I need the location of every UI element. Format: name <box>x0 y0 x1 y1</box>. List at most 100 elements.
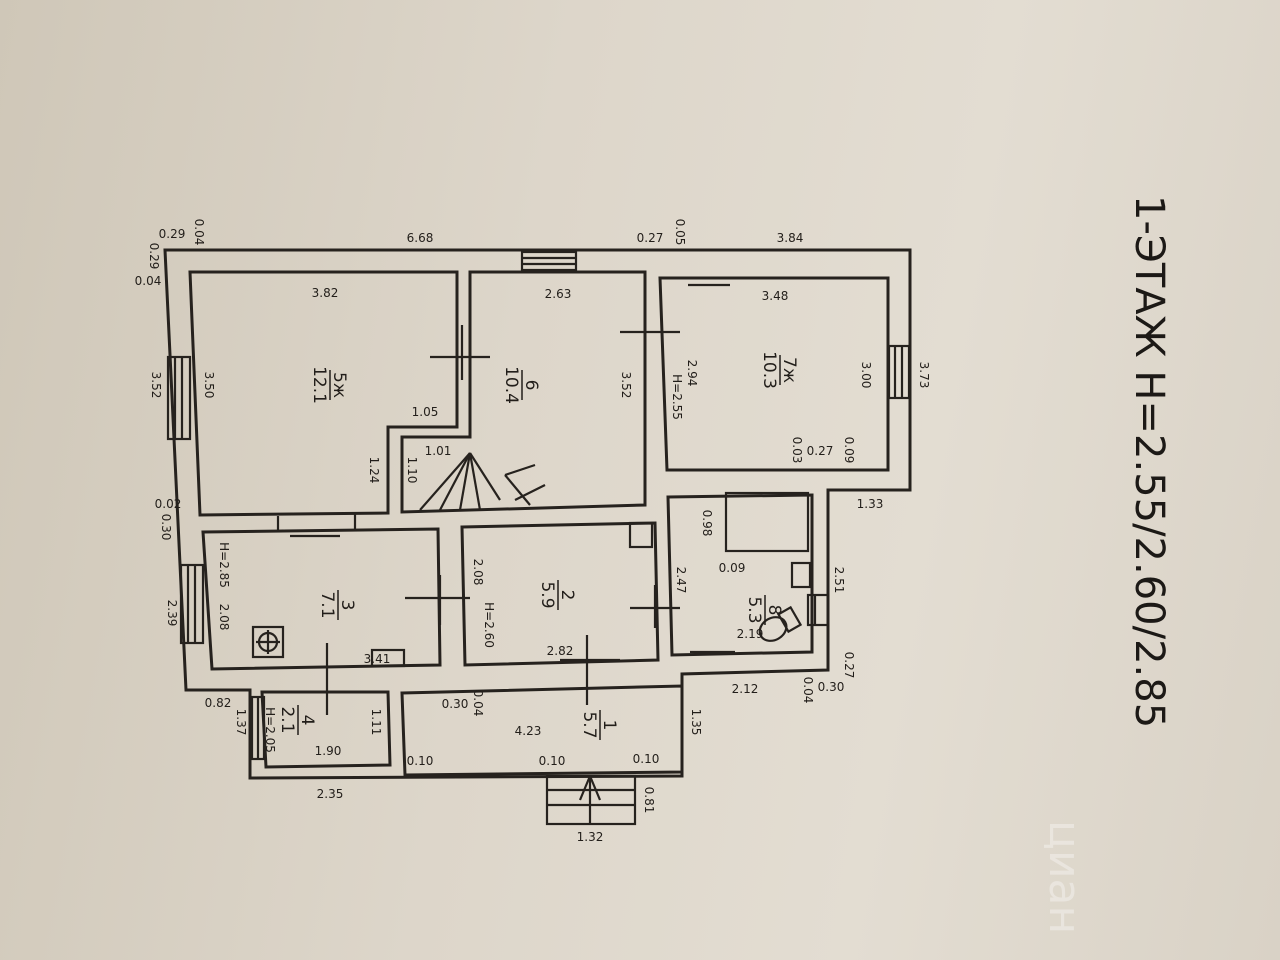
dimension-label: 1.24 <box>367 457 381 484</box>
dimension-label: 0.30 <box>442 697 469 711</box>
dimension-label: 2.12 <box>732 682 759 696</box>
dimension-label: 3.48 <box>762 289 789 303</box>
room-area: 10.4 <box>501 366 521 404</box>
toilet-icon <box>758 605 803 642</box>
room-label: 610.4 <box>501 366 541 404</box>
room-area: 2.1 <box>277 706 297 733</box>
dimension-label: Н=2.55 <box>670 374 684 420</box>
dimension-label: 2.35 <box>317 787 344 801</box>
dimension-label: 1.01 <box>425 444 452 458</box>
sink-icon <box>370 648 406 668</box>
room-2-outline <box>460 521 660 667</box>
room-7-outline <box>658 276 890 472</box>
room-label: 85.3 <box>744 595 784 625</box>
dimension-label: 2.82 <box>547 644 574 658</box>
room-area: 12.1 <box>309 366 329 404</box>
room-3-outline <box>201 527 442 671</box>
dimension-label: 0.10 <box>539 754 566 768</box>
dimension-label: 0.04 <box>471 690 485 717</box>
dimension-label: 0.05 <box>673 219 687 246</box>
dimension-label: 3.50 <box>202 372 216 399</box>
windows <box>166 250 911 761</box>
room-area: 5.7 <box>579 711 599 738</box>
dimension-label: 0.09 <box>719 561 746 575</box>
doors <box>276 283 735 715</box>
dimension-label: Н=2.05 <box>263 707 277 753</box>
room-8-outline <box>666 493 814 657</box>
dimension-label: 0.30 <box>818 680 845 694</box>
room-number: 7ж <box>779 357 799 383</box>
washbasin-icon <box>790 561 812 589</box>
cian-watermark: циан <box>1039 820 1090 934</box>
room-number: 5ж <box>329 372 349 398</box>
room-number: 2 <box>557 590 577 601</box>
room-1-outline <box>400 684 684 777</box>
room-5-outline <box>188 270 459 517</box>
dimension-label: 2.94 <box>685 360 699 387</box>
dimension-label: 1.11 <box>369 709 383 736</box>
outer-wall <box>163 248 912 780</box>
dimension-label: 4.23 <box>515 724 542 738</box>
dimension-label: 3.73 <box>917 362 931 389</box>
dimension-label: 2.39 <box>165 600 179 627</box>
bathtub <box>724 491 810 553</box>
room-area: 5.3 <box>744 596 764 623</box>
dimension-label: 2.63 <box>545 287 572 301</box>
dimension-label: 1.37 <box>234 709 248 736</box>
room-6-outline <box>400 270 647 514</box>
dimension-label: 0.03 <box>790 437 804 464</box>
dimension-label: 2.51 <box>832 567 846 594</box>
staircase <box>419 452 546 511</box>
dimension-label: 0.27 <box>842 652 856 679</box>
dimension-label: 0.04 <box>135 274 162 288</box>
dimension-label: 6.68 <box>407 231 434 245</box>
dimension-label: 2.47 <box>674 567 688 594</box>
outside-stairs <box>545 774 637 826</box>
dimension-label: 0.27 <box>637 231 664 245</box>
dimension-label: Н=2.60 <box>482 602 496 648</box>
dimension-label: 2.19 <box>737 627 764 641</box>
dimension-label: 0.29 <box>159 227 186 241</box>
room-area: 7.1 <box>317 591 337 618</box>
dimension-label: Н=2.85 <box>217 542 231 588</box>
dimension-label: 1.32 <box>577 830 604 844</box>
dimension-label: 0.04 <box>192 219 206 246</box>
room-area: 5.9 <box>537 581 557 608</box>
dimension-label: 3.00 <box>859 362 873 389</box>
room-number: 6 <box>521 380 541 391</box>
room-number: 3 <box>337 600 357 611</box>
dimension-label: 2.08 <box>217 604 231 631</box>
dimension-label: 1.05 <box>412 405 439 419</box>
dimension-label: 0.09 <box>842 437 856 464</box>
room-number: 4 <box>297 715 317 726</box>
dimension-label: 3.84 <box>777 231 804 245</box>
dimension-label: 0.82 <box>205 696 232 710</box>
dimension-label: 1.10 <box>405 457 419 484</box>
dimension-label: 0.02 <box>155 497 182 511</box>
dimension-label: 3.41 <box>364 652 391 666</box>
room-label: 37.1 <box>317 590 357 620</box>
stove-icon <box>251 625 285 659</box>
dimension-label: 2.08 <box>471 559 485 586</box>
room-number: 1 <box>599 720 619 731</box>
dimension-label: 0.27 <box>807 444 834 458</box>
vent-icon <box>628 521 654 549</box>
dimension-label: 3.52 <box>619 372 633 399</box>
dimension-label: 0.04 <box>801 677 815 704</box>
room-label: 42.1 <box>277 705 317 735</box>
walls <box>163 248 912 826</box>
dimension-label: 0.30 <box>159 514 173 541</box>
dimension-label: 0.81 <box>642 787 656 814</box>
dimension-label: 0.98 <box>700 510 714 537</box>
room-area: 10.3 <box>759 351 779 389</box>
dimension-label: 0.10 <box>407 754 434 768</box>
room-number: 8 <box>764 605 784 616</box>
dimension-label: 3.82 <box>312 286 339 300</box>
dimension-label: 3.52 <box>149 372 163 399</box>
dimension-label: 0.10 <box>633 752 660 766</box>
